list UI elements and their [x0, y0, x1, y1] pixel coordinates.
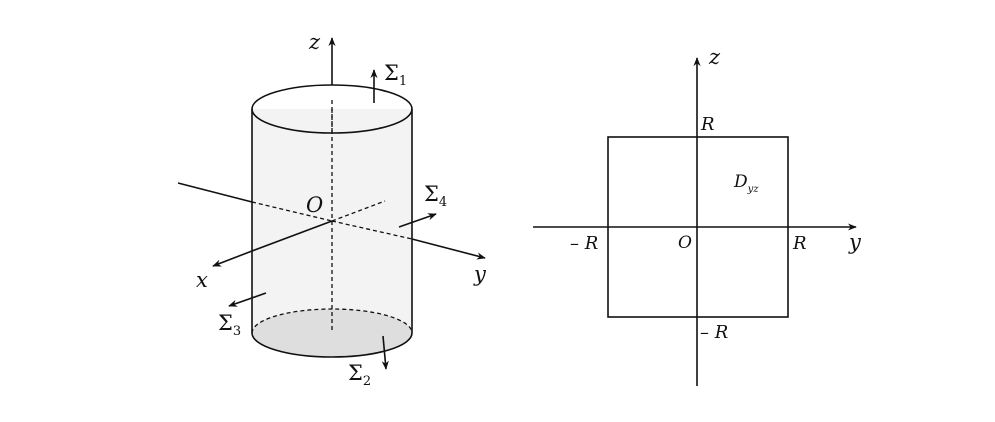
- normal-arrow-left: [228, 292, 267, 307]
- axis-label-z-right: z: [708, 45, 721, 69]
- axis-label-x: x: [196, 268, 208, 292]
- bottom-cap-front-edge: [251, 332, 413, 358]
- x-axis-arrow: [212, 250, 253, 267]
- tick-label-right: R: [792, 233, 807, 254]
- x-axis-front-segment: [251, 220, 333, 252]
- cylinder-figure: z x y O Σ1 Σ2 Σ3 Σ4: [177, 30, 487, 389]
- surface-label-3: Σ3: [218, 311, 241, 339]
- tick-label-bottom: – R: [700, 322, 728, 343]
- normal-arrow-bottom: [381, 335, 389, 370]
- origin-label-right: O: [678, 233, 692, 253]
- normal-arrow-right: [398, 213, 437, 228]
- projection-figure: z y O R R – R – R Dyz: [533, 45, 862, 386]
- surface-label-2: Σ2: [348, 361, 371, 389]
- axis-label-y: y: [473, 262, 487, 286]
- y-axis-arrow: [411, 238, 486, 260]
- y-axis-back-segment: [177, 182, 253, 203]
- surface-label-1: Σ1: [384, 61, 407, 89]
- region-label: Dyz: [733, 172, 759, 195]
- surface-label-4: Σ4: [424, 182, 447, 210]
- axis-label-y-right: y: [848, 230, 862, 254]
- origin-label: O: [306, 193, 323, 217]
- tick-label-left: – R: [570, 233, 598, 254]
- bottom-cap-fill: [252, 309, 412, 357]
- tick-label-top: R: [700, 114, 715, 135]
- x-axis-hidden: [331, 200, 386, 222]
- axis-label-z: z: [308, 30, 321, 54]
